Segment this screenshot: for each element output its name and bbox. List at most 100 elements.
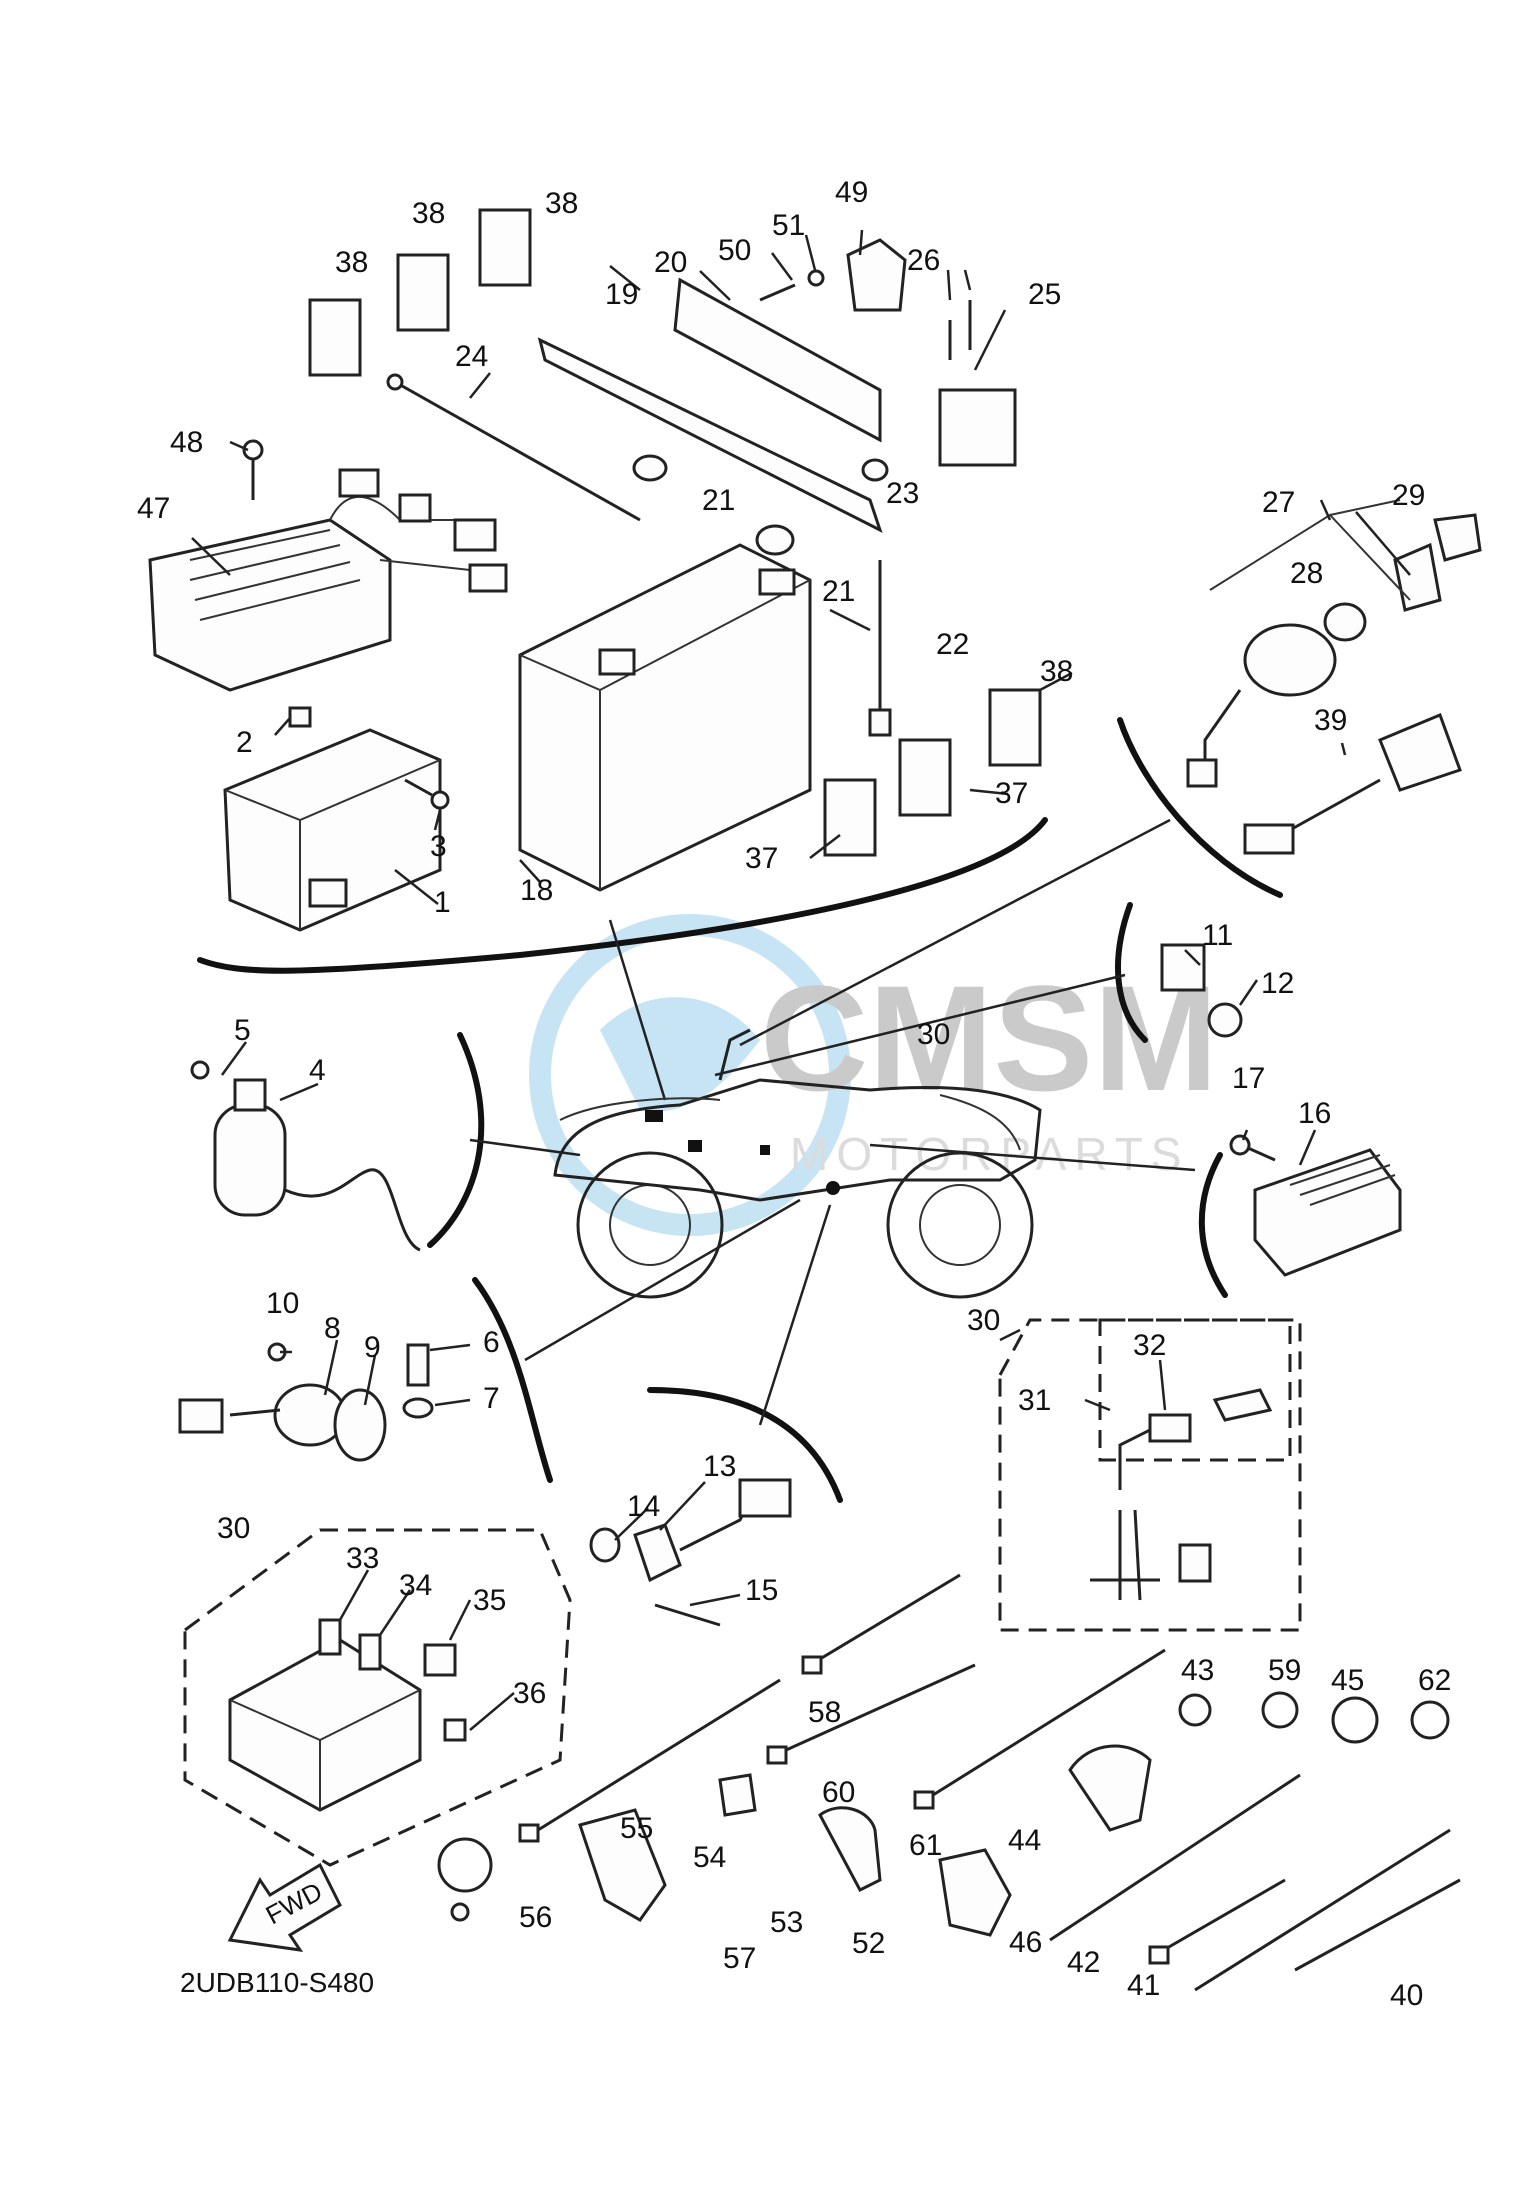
- callout-49: 49: [835, 176, 868, 209]
- callout-46: 46: [1009, 1926, 1042, 1959]
- callout-59: 59: [1268, 1654, 1301, 1687]
- part-fwd-arrow: FWD: [227, 1862, 342, 1952]
- part-switch-11-12: [1160, 943, 1243, 1038]
- callout-3: 3: [430, 830, 447, 863]
- callout-44: 44: [1008, 1824, 1041, 1857]
- callout-48: 48: [170, 426, 203, 459]
- callout-56: 56: [519, 1901, 552, 1934]
- part-battery-band-24: [386, 373, 641, 522]
- callout-38a: 38: [335, 246, 368, 279]
- callout-2: 2: [236, 726, 253, 759]
- part-cdi-unit-1: [223, 728, 442, 932]
- callout-leaders: [191, 229, 1411, 1731]
- part-stay-19-20: [537, 277, 883, 533]
- callout-62: 62: [1418, 1664, 1451, 1697]
- part-sensor-13-14-15: [589, 1478, 792, 1627]
- part-starter-relay-25-26: [938, 300, 1017, 467]
- callout-22: 22: [936, 628, 969, 661]
- part-sensor-8-9-10: [178, 1342, 387, 1462]
- callout-18: 18: [520, 874, 553, 907]
- callout-38c: 38: [545, 187, 578, 220]
- callout-5: 5: [234, 1014, 251, 1047]
- callout-30a: 30: [917, 1018, 950, 1051]
- callout-25: 25: [1028, 278, 1061, 311]
- part-bolt-3: [404, 778, 450, 810]
- callout-21b: 21: [822, 575, 855, 608]
- part-battery-18: [518, 543, 812, 892]
- diagram-code: 2UDB110-S480: [180, 1967, 374, 1998]
- callout-31: 31: [1018, 1384, 1051, 1417]
- callout-13: 13: [703, 1450, 736, 1483]
- callout-30b: 30: [967, 1304, 1000, 1337]
- part-screw-48: [242, 439, 264, 500]
- callout-45: 45: [1331, 1664, 1364, 1697]
- callout-6: 6: [483, 1326, 500, 1359]
- callout-55: 55: [620, 1812, 653, 1845]
- callout-41: 41: [1127, 1969, 1160, 2002]
- callout-39: 39: [1314, 704, 1347, 737]
- atv-outline: [553, 1028, 1042, 1299]
- callout-51: 51: [772, 209, 805, 242]
- callout-32: 32: [1133, 1329, 1166, 1362]
- callout-24: 24: [455, 340, 488, 373]
- callout-52: 52: [852, 1927, 885, 1960]
- part-fuse-box-30-33-36: [183, 1528, 572, 1867]
- callout-7: 7: [483, 1382, 500, 1415]
- callout-53: 53: [770, 1906, 803, 1939]
- callout-47: 47: [137, 492, 170, 525]
- part-bolt-22: [868, 560, 892, 737]
- part-dc-jack-39: [1243, 713, 1462, 855]
- callout-29: 29: [1392, 479, 1425, 512]
- callout-40: 40: [1390, 1979, 1423, 2012]
- callout-35: 35: [473, 1584, 506, 1617]
- part-switch-6-7: [402, 1343, 434, 1419]
- callout-37b: 37: [745, 842, 778, 875]
- callout-16: 16: [1298, 1097, 1331, 1130]
- section-dividers: [197, 717, 1283, 1503]
- callout-8: 8: [324, 1312, 341, 1345]
- callout-9: 9: [364, 1331, 381, 1364]
- part-harness-30-31-32: [998, 1318, 1302, 1632]
- part-ecu-47: [148, 468, 508, 692]
- part-sensor-49-50-51: [759, 238, 907, 312]
- callout-43: 43: [1181, 1654, 1214, 1687]
- part-relays-38-37: [308, 208, 1042, 857]
- callout-11: 11: [1202, 919, 1233, 952]
- callout-27: 27: [1262, 486, 1295, 519]
- callout-61: 61: [909, 1829, 942, 1862]
- callout-12: 12: [1261, 967, 1294, 1000]
- callout-19: 19: [605, 278, 638, 311]
- watermark-brand: CMSM: [760, 954, 1218, 1122]
- callout-26: 26: [907, 244, 940, 277]
- callout-30c: 30: [217, 1512, 250, 1545]
- part-ties-and-clamps: [437, 1573, 1461, 1992]
- callout-17: 17: [1232, 1062, 1265, 1095]
- part-main-switch-27-28-29: [1186, 499, 1482, 788]
- callout-23: 23: [886, 477, 919, 510]
- callout-34: 34: [399, 1569, 432, 1602]
- callout-10: 10: [266, 1287, 299, 1320]
- part-grommet-2: [288, 706, 312, 728]
- callout-37a: 37: [995, 777, 1028, 810]
- callout-36: 36: [513, 1677, 546, 1710]
- callout-28: 28: [1290, 557, 1323, 590]
- callout-50: 50: [718, 234, 751, 267]
- callout-38b: 38: [412, 197, 445, 230]
- callout-33: 33: [346, 1542, 379, 1575]
- callout-38d: 38: [1040, 655, 1073, 688]
- callout-4: 4: [309, 1054, 326, 1087]
- callout-58: 58: [808, 1696, 841, 1729]
- part-rectifier-16-17: [1229, 1134, 1402, 1277]
- part-nuts-21-23: [632, 454, 889, 556]
- callout-42: 42: [1067, 1946, 1100, 1979]
- callout-21a: 21: [702, 484, 735, 517]
- part-ignition-coil-4-5: [190, 1060, 421, 1252]
- callout-57: 57: [723, 1942, 756, 1975]
- callout-15: 15: [745, 1574, 778, 1607]
- callout-54: 54: [693, 1841, 726, 1874]
- callout-labels: 1 2 3 4 5 6 7 8 9 10 11 12 13 14 15 16 1…: [137, 176, 1451, 2012]
- callout-60: 60: [822, 1776, 855, 1809]
- callout-20: 20: [654, 246, 687, 279]
